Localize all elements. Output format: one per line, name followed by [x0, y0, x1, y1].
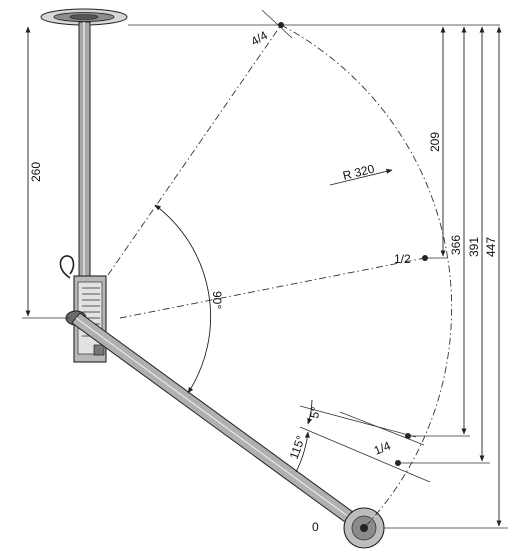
radius-leader [329, 168, 393, 186]
vertical-rod [78, 21, 91, 278]
ray-115deg [299, 426, 431, 483]
position-label-quarter: 1/4 [372, 438, 393, 457]
ray-5deg [299, 405, 417, 438]
position-label-half: 1/2 [394, 252, 411, 266]
angle-arc-5 [307, 399, 313, 425]
ceiling-plate [40, 8, 128, 26]
dimension-label-209: 209 [428, 132, 442, 152]
lever-wheel [343, 507, 385, 549]
radial-line-half [119, 257, 426, 319]
sweep-arc [280, 24, 453, 529]
angle-label-5: 5° [307, 406, 323, 420]
dimension-label-366: 366 [449, 235, 463, 255]
angle-arc-115 [295, 431, 310, 473]
dimension-label-260: 260 [29, 162, 43, 182]
lever-arm [71, 312, 369, 534]
tick-full [261, 9, 293, 39]
radius-label: R 320 [341, 162, 376, 183]
position-label-zero: 0 [312, 520, 319, 534]
radial-line-full [107, 24, 282, 276]
dimension-label-447: 447 [484, 237, 498, 257]
ray-lower [339, 411, 425, 446]
position-point-full [278, 22, 284, 28]
angle-arc-90 [154, 204, 211, 394]
angle-label-90: 90° [210, 291, 224, 309]
dimension-label-391: 391 [467, 237, 481, 257]
dimension-260 [22, 26, 70, 319]
